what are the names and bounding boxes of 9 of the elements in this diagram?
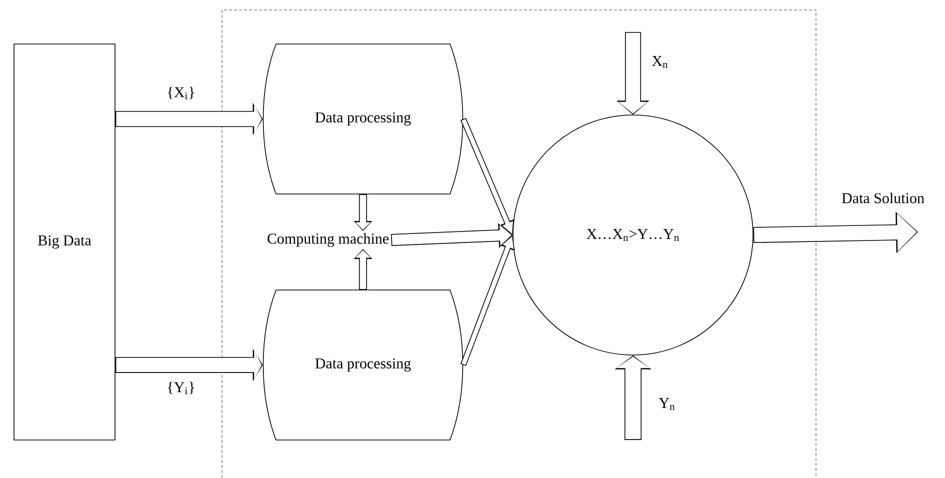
process-box: Data processing: [262, 44, 464, 194]
edge-label: Data Solution: [842, 192, 924, 204]
edge-label: {X$_{i}$}: [168, 86, 194, 100]
data-box: Big Data: [14, 44, 116, 440]
edge-label: Y$_{n}$: [658, 398, 675, 410]
edge-label: X$_{n}$: [652, 56, 668, 68]
process-box: Data processing: [262, 290, 464, 440]
process-label: Computing machine: [268, 233, 389, 247]
edge-label: {Y$_{i}$}: [168, 382, 194, 394]
